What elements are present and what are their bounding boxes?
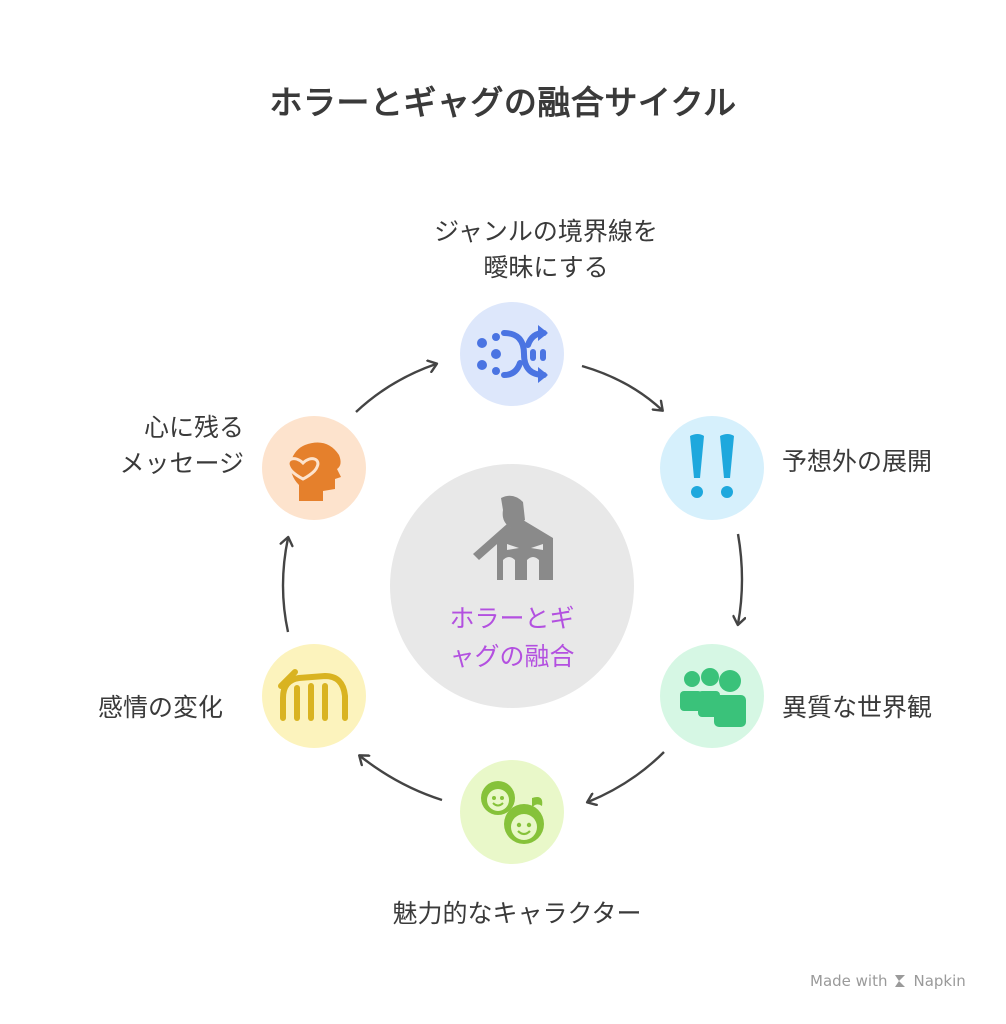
arrow-world-to-characters [588, 751, 665, 802]
center-label: ホラーとギ ャグの融合 [420, 600, 604, 676]
arrow-emotion-to-message [283, 538, 288, 633]
label-lasting-message-line-1: 心に残る [143, 413, 244, 442]
center-label-line-2: ャグの融合 [449, 642, 575, 671]
wave-icon [278, 669, 348, 721]
faces-icon [481, 781, 544, 844]
heart-head-icon [286, 442, 341, 501]
label-blur-boundaries-line-1: ジャンルの境界線を [434, 217, 658, 246]
napkin-logo-icon [895, 975, 906, 987]
center-label-line-1: ホラーとギ [449, 604, 575, 633]
exclamation-icon [690, 434, 734, 498]
arrow-characters-to-emotion [360, 756, 443, 802]
group-icon [680, 668, 746, 727]
axe-house-icon [473, 495, 553, 580]
node-emotional-change [262, 644, 366, 748]
label-charming-characters-line-1: 魅力的なキャラクター [392, 899, 642, 928]
footer-brand: Napkin [913, 972, 966, 990]
label-emotional-change: 感情の変化 [98, 690, 223, 726]
node-unexpected-development [660, 416, 764, 520]
label-unexpected-development-line-1: 予想外の展開 [782, 447, 933, 476]
arrow-blur-to-unexpected [581, 364, 662, 410]
arrow-unexpected-to-world [738, 533, 742, 624]
label-alien-world: 異質な世界観 [782, 690, 932, 726]
label-charming-characters: 魅力的なキャラクター [372, 896, 662, 932]
node-blur-boundaries [460, 302, 564, 406]
label-lasting-message: 心に残る メッセージ [98, 410, 244, 482]
label-unexpected-development: 予想外の展開 [782, 444, 932, 480]
label-emotional-change-line-1: 感情の変化 [98, 693, 224, 722]
label-alien-world-line-1: 異質な世界観 [782, 693, 933, 722]
label-blur-boundaries: ジャンルの境界線を 曖昧にする [416, 214, 676, 286]
label-blur-boundaries-line-2: 曖昧にする [483, 253, 609, 282]
diagram-title: ホラーとギャグの融合サイクル [269, 83, 737, 122]
shuffle-icon [477, 325, 548, 383]
footer-text: Made with [810, 972, 888, 990]
footer-attribution: Made with Napkin [810, 972, 966, 990]
arrow-message-to-blur [355, 364, 436, 413]
node-alien-world [660, 644, 764, 748]
label-lasting-message-line-2: メッセージ [119, 449, 244, 478]
node-charming-characters [460, 760, 564, 864]
node-lasting-message [262, 416, 366, 520]
